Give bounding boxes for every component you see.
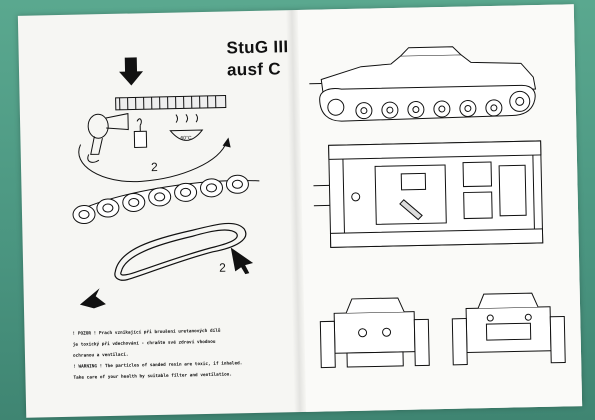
curved-arrow <box>78 141 228 183</box>
track-strip-icon <box>115 95 227 111</box>
side-view-drawing <box>309 46 537 122</box>
instruction-sheet: StuG III ausf C 60°C 2 <box>17 4 583 418</box>
front-view-drawing <box>451 292 566 366</box>
vehicle-views <box>309 46 566 369</box>
road-wheels-diagram <box>72 174 260 225</box>
down-arrow-icon <box>119 57 144 86</box>
curved-arrow-head <box>222 137 231 148</box>
pointer-arrow-icon <box>230 247 254 275</box>
hot-water-bowl-icon: 60°C <box>169 113 204 141</box>
direction-arrow-icon <box>79 288 106 309</box>
step-label-a: 2 <box>151 160 158 174</box>
candle-icon <box>133 118 148 148</box>
step-label-b: 2 <box>219 261 226 275</box>
rear-view-drawing <box>319 297 430 369</box>
safety-warning: ! POZOR ! Prach vznikající při broušení … <box>72 324 305 384</box>
top-view-drawing <box>313 140 544 248</box>
assembly-diagram: 60°C 2 2 <box>72 57 260 309</box>
track-loop-diagram <box>114 222 247 281</box>
hairdryer-icon <box>87 112 129 163</box>
svg-text:60°C: 60°C <box>180 135 192 141</box>
